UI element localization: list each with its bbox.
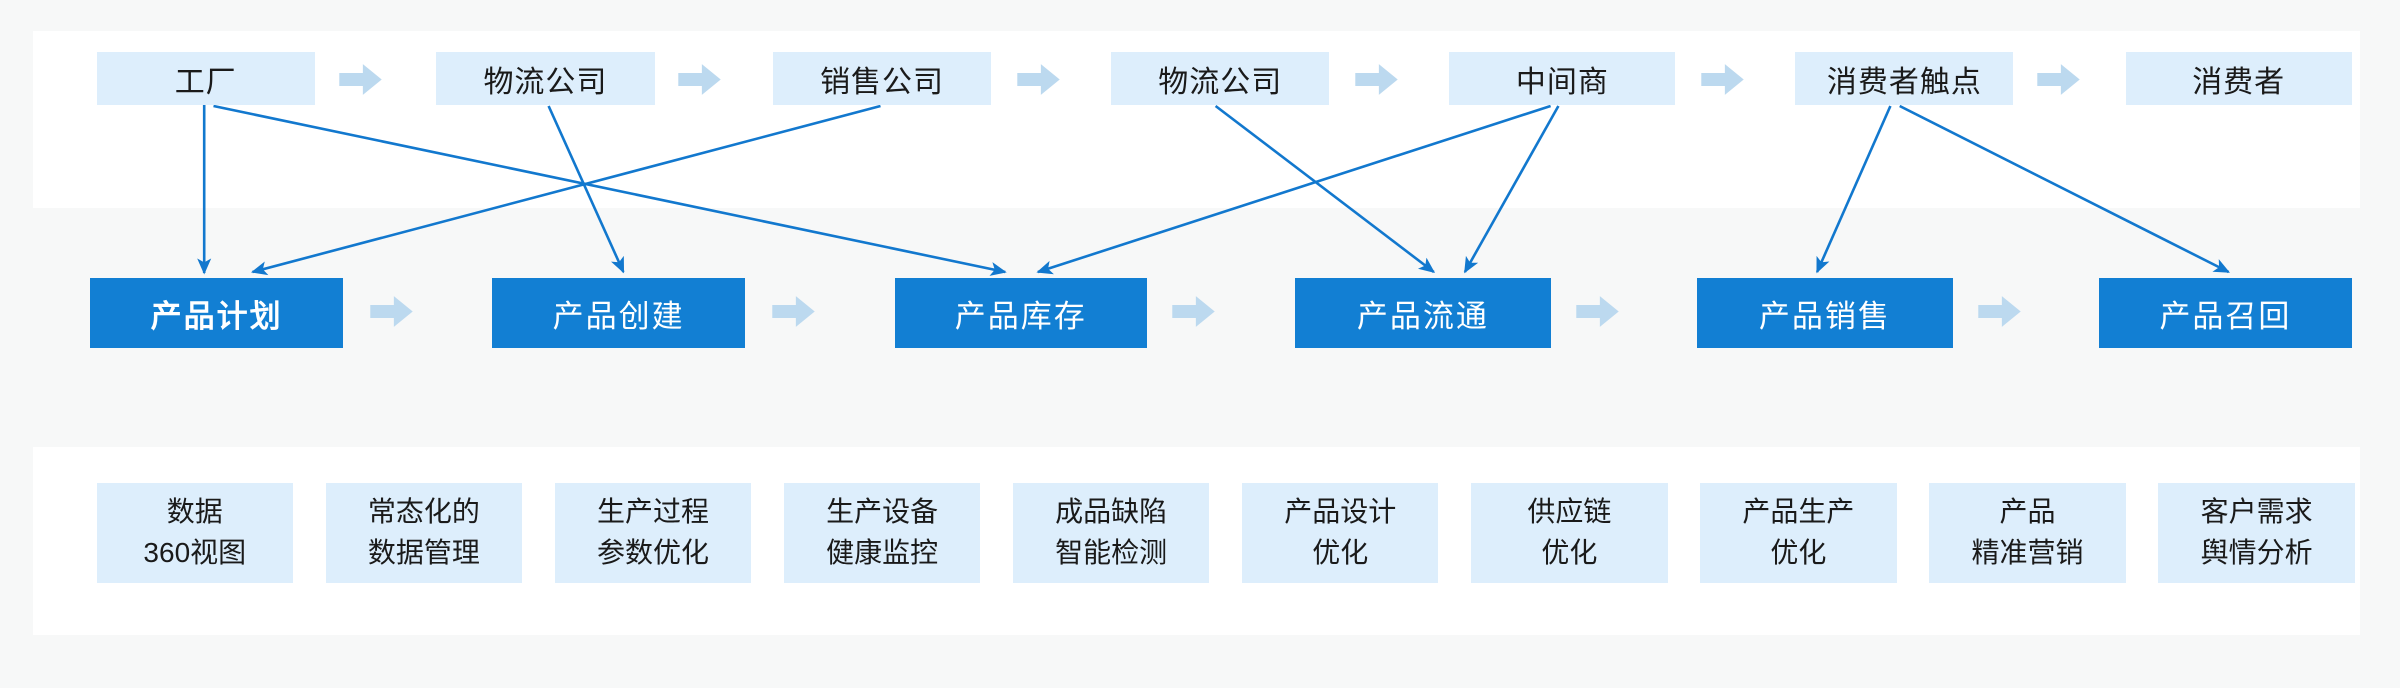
stage-chevron-icon-1: [770, 295, 817, 328]
card-line-2: 健康监控: [826, 537, 939, 568]
stage-node-product-plan[interactable]: 产品计划: [90, 278, 343, 348]
card-line-2: 优化: [1770, 537, 1827, 568]
card-line-2: 智能检测: [1055, 537, 1168, 568]
top-node-middleman[interactable]: 中间商: [1449, 52, 1676, 105]
stage-node-product-circulate[interactable]: 产品流通: [1295, 278, 1551, 348]
capability-card-equipment-health[interactable]: 生产设备健康监控: [783, 483, 981, 583]
card-line-1: 生产设备: [826, 496, 939, 528]
top-chevron-icon-0: [337, 63, 384, 96]
card-line-2: 精准营销: [1971, 537, 2084, 568]
card-line-2: 参数优化: [596, 537, 709, 568]
top-chevron-icon-5: [2035, 63, 2082, 96]
card-line-1: 成品缺陷: [1055, 496, 1168, 528]
top-node-logistics-1[interactable]: 物流公司: [436, 52, 655, 105]
stage-node-product-create[interactable]: 产品创建: [492, 278, 745, 348]
card-line-2: 优化: [1541, 537, 1598, 568]
top-chevron-icon-2: [1015, 63, 1062, 96]
capability-card-process-param-opt[interactable]: 生产过程参数优化: [554, 483, 752, 583]
capability-card-supply-chain-opt[interactable]: 供应链优化: [1471, 483, 1668, 583]
capability-card-precision-marketing[interactable]: 产品精准营销: [1929, 483, 2126, 583]
top-node-factory[interactable]: 工厂: [96, 52, 315, 105]
top-chevron-icon-4: [1699, 63, 1746, 96]
capability-card-design-optimization[interactable]: 产品设计优化: [1242, 483, 1439, 583]
capability-card-demand-sentiment[interactable]: 客户需求舆情分析: [2158, 483, 2355, 583]
stage-chevron-icon-2: [1170, 295, 1217, 328]
stage-chevron-icon-0: [368, 295, 415, 328]
card-line-1: 产品: [1999, 496, 2056, 528]
card-line-1: 供应链: [1527, 496, 1612, 528]
stage-node-product-inventory[interactable]: 产品库存: [894, 278, 1147, 348]
stage-chevron-icon-3: [1574, 295, 1621, 328]
top-node-consumer[interactable]: 消费者: [2125, 52, 2352, 105]
top-chevron-icon-3: [1353, 63, 1400, 96]
capability-card-production-opt[interactable]: 产品生产优化: [1700, 483, 1897, 583]
card-line-1: 生产过程: [596, 496, 709, 528]
top-node-consumer-touch[interactable]: 消费者触点: [1795, 52, 2014, 105]
stage-node-product-sales[interactable]: 产品销售: [1697, 278, 1953, 348]
card-line-2: 360视图: [143, 537, 247, 568]
capability-card-data-360-view[interactable]: 数据 360视图: [96, 483, 293, 583]
top-node-sales-company[interactable]: 销售公司: [772, 52, 992, 105]
card-line-1: 客户需求: [2200, 496, 2313, 528]
card-line-2: 舆情分析: [2200, 537, 2313, 568]
capability-card-normalized-data-mgmt[interactable]: 常态化的数据管理: [325, 483, 523, 583]
card-line-1: 常态化的: [367, 496, 480, 528]
top-node-logistics-2[interactable]: 物流公司: [1111, 52, 1330, 105]
card-line-2: 优化: [1312, 537, 1369, 568]
card-line-1: 产品设计: [1284, 496, 1397, 528]
card-line-1: 产品生产: [1742, 496, 1855, 528]
stage-node-product-recall[interactable]: 产品召回: [2099, 278, 2352, 348]
card-line-2: 数据管理: [367, 537, 480, 568]
card-line-1: 数据: [166, 496, 223, 528]
top-chevron-icon-1: [676, 63, 723, 96]
stage-chevron-icon-4: [1976, 295, 2023, 328]
capability-card-defect-detection[interactable]: 成品缺陷智能检测: [1012, 483, 1210, 583]
